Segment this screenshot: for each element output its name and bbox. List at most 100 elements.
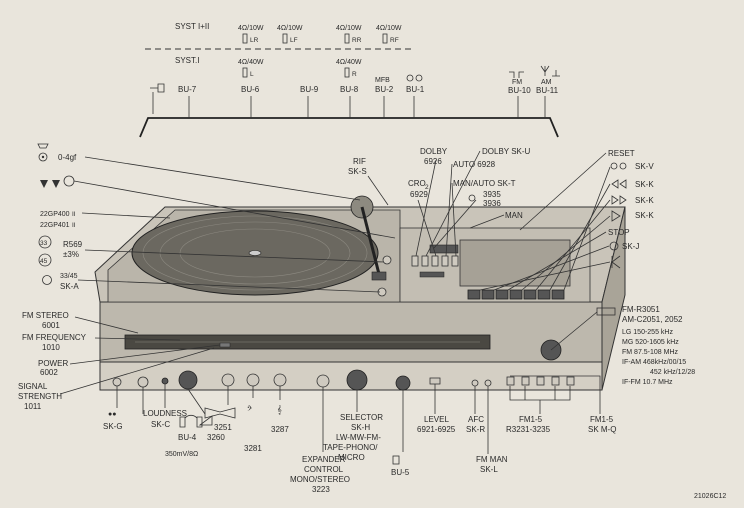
front-panel-controls <box>112 339 575 391</box>
play-ref: SK-K <box>635 211 654 220</box>
figure-id: 21026C12 <box>694 493 726 500</box>
headphone-dots: ●● <box>108 411 116 418</box>
speed-selector-label: 33/45 <box>60 273 78 280</box>
speaker-l-icon <box>242 67 248 78</box>
dolby-code: 6926 <box>424 157 442 166</box>
speaker-system-group: SYST I+II 4Ω/10W LR 4Ω/10W LF 4Ω/10W RR … <box>145 22 412 78</box>
fm-presets-label: FM1-5 <box>519 415 543 424</box>
mfb-label: MFB <box>375 77 390 84</box>
dolby-label: DOLBY <box>420 147 448 156</box>
loudness-ref: SK-C <box>151 420 170 429</box>
expander-label-3: MONO/STEREO <box>290 475 350 484</box>
bu2-label: BU-2 <box>375 85 394 94</box>
tonearm <box>360 206 382 279</box>
power-switch <box>219 342 231 348</box>
auto-label: AUTO 6928 <box>453 160 496 169</box>
volume-icon <box>198 415 213 426</box>
cro2-subscript: 2 <box>425 184 429 191</box>
fm-man-ref: SK-L <box>480 465 498 474</box>
pause-ref: SK-J <box>622 242 639 251</box>
dolby-crome-switches <box>411 255 459 267</box>
bu4-label: BU-4 <box>178 433 197 442</box>
fm-antenna-label: FM <box>512 79 522 86</box>
bu10-label: BU-10 <box>508 86 531 95</box>
transport-keys <box>467 289 565 300</box>
speaker-lf-rating: 4Ω/10W <box>277 25 303 32</box>
lw-band: LG 150-255 kHz <box>622 329 673 336</box>
level-label: LEVEL <box>424 415 449 424</box>
mains-plug-icon <box>150 83 165 93</box>
fm-stereo-code: 6001 <box>42 321 60 330</box>
counter-code-2: 3936 <box>483 199 501 208</box>
reset-label: RESET <box>608 149 635 158</box>
bu1-label: BU-1 <box>406 85 425 94</box>
eject-icon <box>611 255 621 269</box>
speaker-rf-icon <box>382 33 388 44</box>
pitch-control-code: R569 <box>63 240 83 249</box>
record-reel-icon <box>619 162 627 170</box>
speed-45-icon <box>38 253 52 267</box>
level-meter <box>419 271 445 278</box>
expander-label-2: CONTROL <box>304 465 344 474</box>
turntable-model-1-suffix: II <box>72 211 76 218</box>
selector-ref: SK-H <box>351 423 370 432</box>
fm-presets-code: R3231-3235 <box>506 425 551 434</box>
fm-band: FM 87.5-108 MHz <box>622 349 679 356</box>
tracking-force-label: 0-4gf <box>58 153 77 162</box>
speaker-rf-rating: 4Ω/10W <box>376 25 402 32</box>
speed-45-text: 45 <box>40 258 48 265</box>
tape-reel-icon <box>415 74 423 82</box>
speaker-rr-tag: RR <box>352 37 362 44</box>
speaker-r-rating: 4Ω/40W <box>336 59 362 66</box>
deck-labels: RIF SK-S DOLBY 6926 DOLBY SK-U CRO 2 692… <box>348 147 531 257</box>
man-auto-label: MAN/AUTO SK-T <box>453 179 516 188</box>
speaker-lf-icon <box>282 33 288 44</box>
fm-r-code: FM-R3051 <box>622 305 660 314</box>
bass-clef-icon: 𝄢 <box>247 405 252 414</box>
microphone-icon <box>392 455 400 465</box>
fast-forward-icon <box>611 195 627 205</box>
pause-icon <box>609 241 619 251</box>
turntable <box>107 195 401 303</box>
rewind-ref: SK-K <box>635 180 654 189</box>
am-c-code: AM-C2051, 2052 <box>622 315 683 324</box>
fm-dipole-icon <box>509 71 524 78</box>
speaker-r-icon <box>344 67 350 78</box>
stylus-force-icon <box>37 143 49 149</box>
speaker-rf-tag: RF <box>390 37 399 44</box>
weight-icon <box>38 152 48 162</box>
cue-down-icon <box>40 180 48 188</box>
turntable-model-1: 22GP400 <box>40 211 70 218</box>
syst-1-2-label: SYST I+II <box>175 22 209 31</box>
syst-1-label: SYST.I <box>175 56 199 65</box>
fm-frequency-label: FM FREQUENCY <box>22 333 87 342</box>
mw-band: MG 520-1605 kHz <box>622 339 679 346</box>
balance-code: 3251 <box>214 423 232 432</box>
turntable-model-2: 22GP401 <box>40 222 70 229</box>
bracket-leader-lines <box>188 96 546 118</box>
stroboscope-icon <box>63 175 75 187</box>
speaker-rr-icon <box>344 33 350 44</box>
selector-modes-3: MICRO <box>338 453 365 462</box>
bu9-label: BU-9 <box>300 85 319 94</box>
cassette-deck <box>399 227 591 303</box>
selector-modes-2: TAPE-PHONO/ <box>323 443 378 452</box>
tuner-coil-icon <box>596 307 616 316</box>
right-labels: RESET SK-V SK-K SK-K SK-K STOP SK-J FM-R… <box>479 149 695 386</box>
rif-ref: SK-S <box>348 167 367 176</box>
treble-clef-icon: 𝄞 <box>277 405 282 414</box>
treble-code: 3287 <box>271 425 289 434</box>
am-antenna-icon <box>540 65 560 77</box>
power-indicator-code: 6002 <box>40 368 58 377</box>
skg-label: SK-G <box>103 422 123 431</box>
speed-33-icon <box>38 235 52 249</box>
fm-stereo-label: FM STEREO <box>22 311 69 320</box>
speed-selector-icon <box>42 275 52 285</box>
signal-strength-code: 1011 <box>24 402 42 411</box>
left-labels: 0-4gf 22GP400 II 22GP401 II 33 45 R569 ±… <box>18 143 396 411</box>
man-label: MAN <box>505 211 523 220</box>
bottom-labels: ●● SK-G LOUDNESS SK-C BU-4 350mV/8Ω 3260… <box>103 375 616 494</box>
speed-selector-ref: SK-A <box>60 282 79 291</box>
